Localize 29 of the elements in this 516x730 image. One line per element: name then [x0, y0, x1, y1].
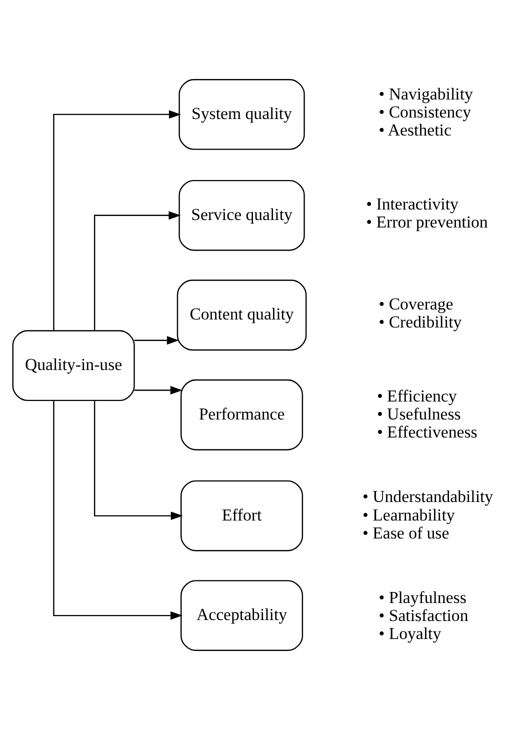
- node-box: System quality: [178, 79, 305, 150]
- node-box: Service quality: [178, 180, 305, 251]
- node-label: • Loyalty: [378, 624, 442, 644]
- node-label: • Consistency: [378, 102, 472, 122]
- arrow: [94, 211, 181, 330]
- node-label: • Playfulness: [378, 588, 466, 608]
- node-label: • Usefulness: [376, 404, 461, 424]
- arrow: [53, 400, 183, 620]
- node-label: • Error prevention: [366, 212, 488, 232]
- node-box: Content quality: [176, 280, 307, 351]
- node-label: • Coverage: [378, 294, 454, 314]
- node-label: • Learnability: [362, 505, 455, 524]
- arrow: [94, 400, 183, 520]
- node-box: Effort: [180, 480, 304, 552]
- node-label: • Interactivity: [366, 194, 458, 214]
- node-box: Performance: [180, 379, 304, 450]
- node-label: • Efficiency: [376, 386, 457, 406]
- node-box: Acceptability: [180, 580, 304, 651]
- arrow: [134, 386, 182, 394]
- arrow: [134, 336, 179, 345]
- node-label: • Navigability: [378, 84, 473, 104]
- node-label: • Credibility: [378, 312, 462, 332]
- node-label: • Effectiveness: [376, 422, 478, 442]
- node-label: • Ease of use: [362, 523, 450, 542]
- node-label: • Aesthetic: [378, 120, 452, 140]
- node-label: • Satisfaction: [378, 606, 468, 626]
- node-box: Quality-in-use: [12, 330, 135, 402]
- arrow: [53, 110, 181, 331]
- node-label: • Understandability: [362, 487, 494, 506]
